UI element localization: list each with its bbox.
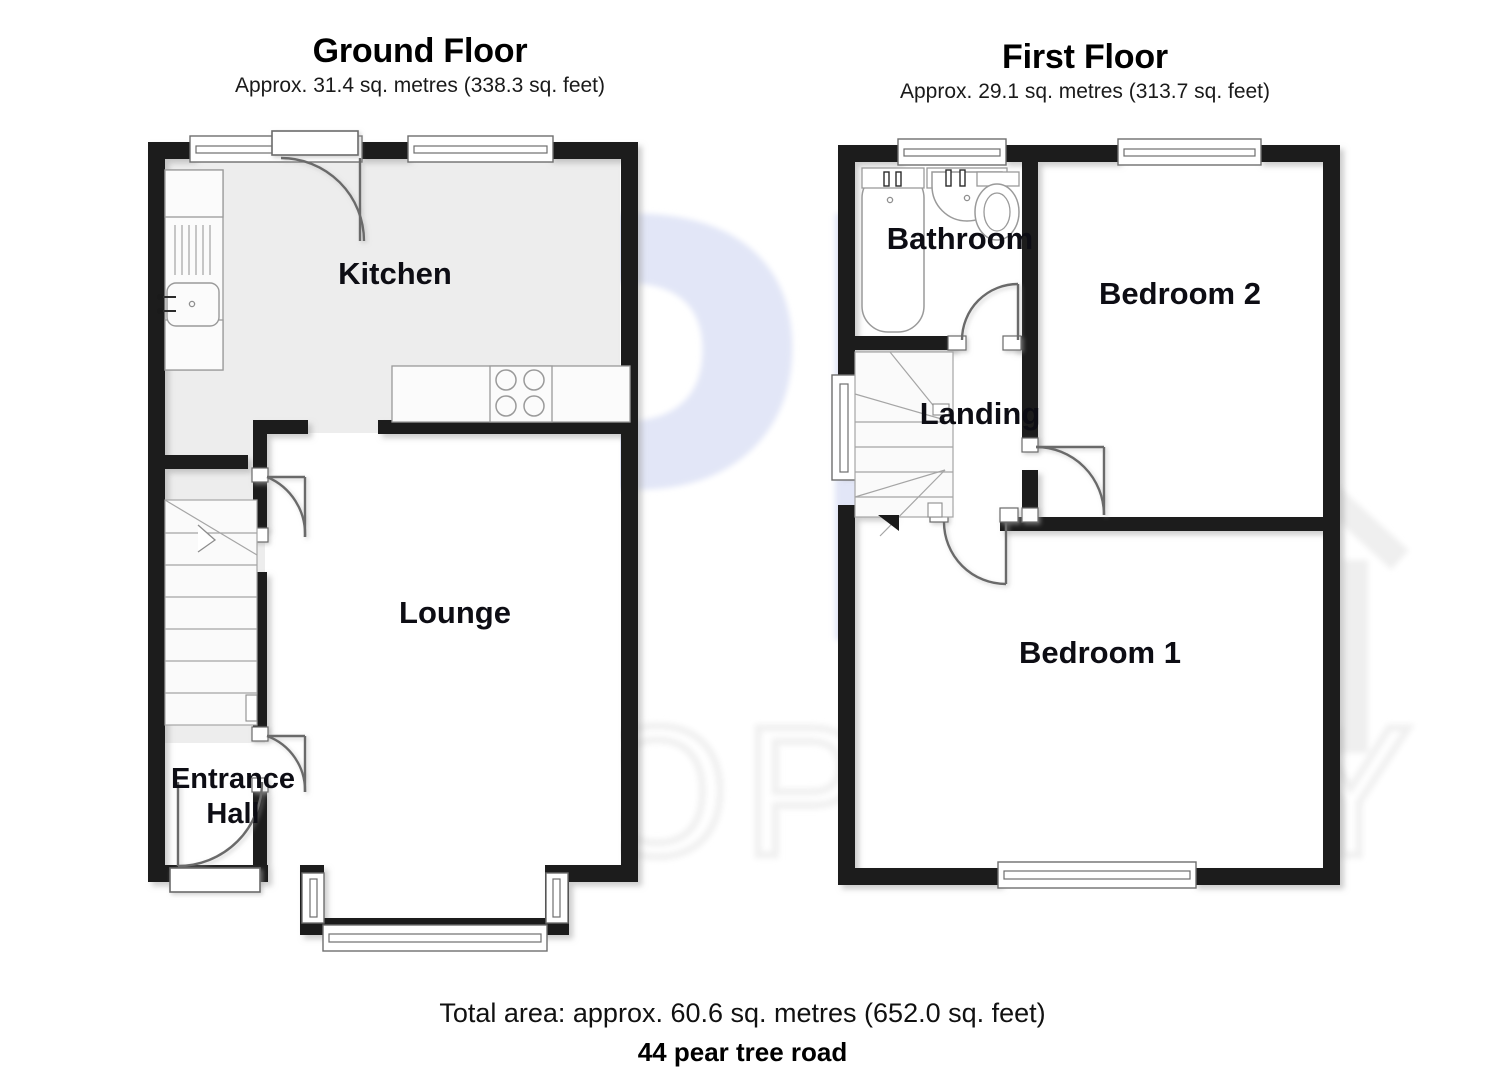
bathroom-fixtures (861, 167, 1020, 333)
room-label-landing: Landing (919, 396, 1041, 431)
first-floor-title: First Floor (1002, 38, 1168, 76)
hob-four-burner-icon (495, 369, 545, 417)
sink-drainer-icon (174, 225, 211, 275)
gf-windows (189, 135, 569, 952)
room-label-bedroom-1: Bedroom 1 (1019, 635, 1181, 670)
window-bay-right (545, 872, 569, 924)
room-label-entrance-hall-line2: Hall (206, 798, 260, 830)
door-front-entrance (169, 781, 264, 893)
window-landing-side (831, 374, 857, 481)
staircase-down (854, 351, 954, 537)
window-kitchen-side (407, 135, 554, 163)
sink-bowl-icon (157, 282, 220, 327)
window-bedroom1-front (997, 861, 1197, 889)
door-bathroom (947, 282, 1022, 351)
ff-windows (831, 138, 1262, 889)
ground-floor-area: Approx. 31.4 sq. metres (338.3 sq. feet) (234, 74, 606, 97)
gf-doors (169, 130, 366, 893)
room-label-kitchen: Kitchen (338, 256, 452, 291)
property-address: 44 pear tree road (637, 1037, 848, 1067)
toilet-icon (974, 171, 1020, 241)
bathtub-icon (861, 167, 925, 333)
window-bedroom2-rear (1117, 138, 1262, 166)
window-bathroom (897, 138, 1007, 166)
ground-floor-title: Ground Floor (312, 32, 528, 70)
total-area-text: Total area: approx. 60.6 sq. metres (652… (439, 998, 1046, 1028)
door-kitchen-rear (271, 130, 366, 242)
room-label-bedroom-2: Bedroom 2 (1099, 276, 1261, 311)
gf-kitchen-fixtures (157, 169, 631, 423)
room-label-entrance-hall-line1: Entrance (170, 763, 296, 795)
staircase-up (164, 499, 258, 726)
room-label-bathroom: Bathroom (886, 221, 1034, 256)
door-hall-lounge (251, 726, 307, 793)
room-label-entrance-hall: Entrance Hall (108, 762, 358, 832)
window-bay-front (322, 924, 548, 952)
room-label-lounge: Lounge (399, 595, 511, 630)
first-floor-area: Approx. 29.1 sq. metres (313.7 sq. feet) (899, 80, 1271, 103)
window-bay-left (301, 872, 325, 924)
door-bedroom2 (1021, 437, 1106, 523)
